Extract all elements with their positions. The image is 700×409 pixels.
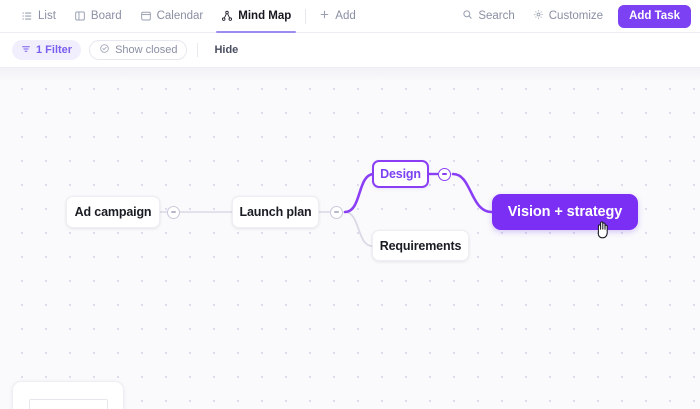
tab-mind-map[interactable]: Mind Map xyxy=(212,0,300,33)
minus-icon xyxy=(442,173,447,175)
mind-map-canvas[interactable]: Ad campaign Launch plan Design Requireme… xyxy=(0,68,700,409)
tab-calendar-label: Calendar xyxy=(156,9,204,22)
customize-label: Customize xyxy=(548,10,604,22)
view-tabs: List Board Calendar xyxy=(0,0,364,33)
node-label: Requirements xyxy=(379,238,462,253)
filter-icon xyxy=(21,44,31,57)
tab-calendar[interactable]: Calendar xyxy=(131,0,213,33)
view-tab-bar: List Board Calendar xyxy=(0,0,700,33)
node-label: Design xyxy=(380,167,421,181)
search-label: Search xyxy=(478,10,515,22)
mind-map-icon xyxy=(221,10,233,22)
filter-toolbar: 1 Filter Show closed Hide xyxy=(0,33,700,68)
collapse-toggle-design[interactable] xyxy=(438,167,451,181)
minimap-panel[interactable] xyxy=(12,381,124,409)
plus-icon xyxy=(319,9,330,23)
mind-map-node-ad-campaign[interactable]: Ad campaign xyxy=(66,196,160,228)
list-icon xyxy=(21,10,33,22)
tab-list-label: List xyxy=(38,9,56,22)
board-icon xyxy=(74,10,86,22)
show-closed-chip[interactable]: Show closed xyxy=(89,40,188,60)
mind-map-node-design[interactable]: Design xyxy=(372,160,429,188)
collapse-toggle-ad-campaign[interactable] xyxy=(167,205,180,219)
mind-map-node-requirements[interactable]: Requirements xyxy=(372,230,469,261)
connector-wires xyxy=(160,172,494,247)
gear-icon xyxy=(533,9,544,23)
node-label: Ad campaign xyxy=(74,205,152,219)
add-view-label: Add xyxy=(335,10,356,22)
show-closed-label: Show closed xyxy=(115,44,178,56)
node-label: Vision + strategy xyxy=(507,204,623,220)
tab-board-label: Board xyxy=(90,9,122,22)
node-label: Launch plan xyxy=(239,205,312,219)
search-icon xyxy=(462,9,473,23)
collapse-toggle-launch-plan[interactable] xyxy=(330,205,343,219)
filter-chip[interactable]: 1 Filter xyxy=(12,40,82,60)
add-task-button[interactable]: Add Task xyxy=(618,4,691,28)
tab-separator xyxy=(305,8,307,24)
tab-mind-map-label: Mind Map xyxy=(238,9,292,22)
check-circle-icon xyxy=(99,43,110,57)
filter-divider xyxy=(197,43,199,57)
mind-map-node-launch-plan[interactable]: Launch plan xyxy=(232,196,319,228)
tab-board[interactable]: Board xyxy=(65,0,131,33)
hide-button[interactable]: Hide xyxy=(214,44,239,56)
search-button[interactable]: Search xyxy=(455,5,521,27)
customize-button[interactable]: Customize xyxy=(526,5,610,27)
mind-map-node-vision-strategy[interactable]: Vision + strategy xyxy=(492,194,638,230)
minimap-viewport xyxy=(28,398,108,409)
view-bar-actions: Search Customize Add Task xyxy=(455,0,700,33)
minus-icon xyxy=(171,211,176,213)
tab-list[interactable]: List xyxy=(12,0,65,33)
add-view-button[interactable]: Add xyxy=(311,0,363,33)
filter-chip-label: 1 Filter xyxy=(36,44,73,56)
minus-icon xyxy=(334,211,339,213)
calendar-icon xyxy=(140,10,152,22)
